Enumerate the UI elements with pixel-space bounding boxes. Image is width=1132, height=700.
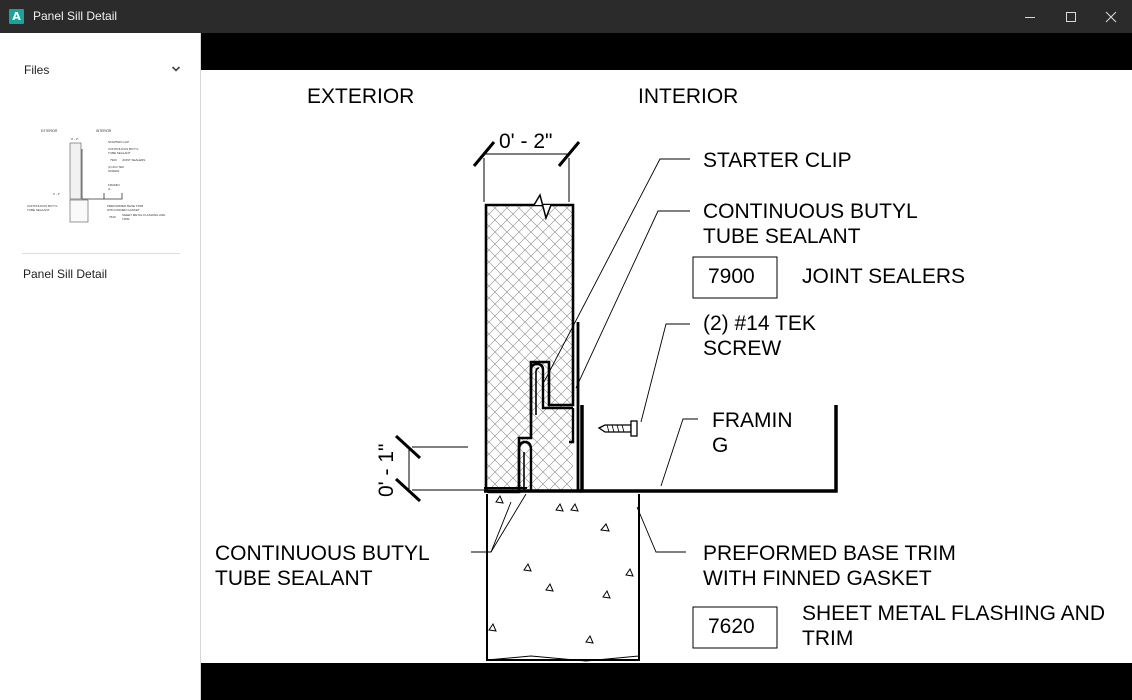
chevron-down-icon[interactable] xyxy=(171,64,181,74)
interior-label: INTERIOR xyxy=(638,85,738,108)
insulated-panel xyxy=(484,193,575,494)
thumb-key2-b: TRIM xyxy=(122,217,130,221)
maximize-button[interactable] xyxy=(1051,0,1091,33)
keynote-box-7900 xyxy=(692,256,778,299)
callout-butyl-2-line2: TUBE SEALANT xyxy=(215,567,373,590)
sidebar-divider xyxy=(22,253,180,254)
leader-lines xyxy=(471,158,698,553)
keynote-joint-sealers: JOINT SEALERS xyxy=(802,265,965,288)
callout-starter-clip: STARTER CLIP xyxy=(703,149,852,172)
callout-base-trim-line1: PREFORMED BASE TRIM xyxy=(703,542,956,565)
thumb-exterior: EXTERIOR xyxy=(41,129,58,133)
drawing-sheet[interactable]: EXTERIOR INTERIOR 0' - 2" xyxy=(201,70,1132,663)
maximize-icon xyxy=(1066,11,1076,22)
close-button[interactable] xyxy=(1091,0,1131,33)
thumb-key1-text: JOINT SEALERS xyxy=(122,158,145,162)
thumb-starter-clip: STARTER CLIP xyxy=(108,140,129,144)
close-icon xyxy=(1105,11,1117,22)
thumb-trim-a: PREFORMED BASE TRIM xyxy=(107,204,144,208)
callout-butyl-2-line1: CONTINUOUS BUTYL xyxy=(215,542,430,565)
sheet-list-item[interactable]: Panel Sill Detail xyxy=(23,267,108,281)
sill-detail-drawing: EXTERIOR INTERIOR 0' - 2" xyxy=(215,85,1105,662)
keynote-sheet-metal-line1: SHEET METAL FLASHING AND xyxy=(802,602,1105,625)
callout-framing-line1: FRAMIN xyxy=(712,409,793,432)
concrete-curb xyxy=(486,494,640,662)
thumb-trim-b: WITH FINNED GASKET xyxy=(107,208,140,212)
callout-butyl-1-line2: TUBE SEALANT xyxy=(703,225,861,248)
drawing-viewport[interactable]: EXTERIOR INTERIOR 0' - 2" xyxy=(201,33,1132,700)
callout-screw-line1: (2) #14 TEK xyxy=(703,312,816,335)
sidebar: Files EXTERIOR INTERIOR 0' - 2" STARTER … xyxy=(0,33,201,700)
tek-screw xyxy=(597,420,638,437)
thumb-key2: 7620 xyxy=(109,215,116,219)
thumb-key2-a: SHEET METAL FLASHING AND xyxy=(122,213,166,217)
framing-channel xyxy=(484,405,838,493)
thumb-butyl-2b: TUBE SEALANT xyxy=(27,208,50,212)
minimize-button[interactable] xyxy=(1010,0,1050,33)
thumb-framing-a: FRAMIN xyxy=(108,183,120,187)
keynote-box-7620 xyxy=(692,606,778,649)
thumb-butyl-1a: CONTINUOUS BUTYL xyxy=(108,147,139,151)
callout-butyl-1-line1: CONTINUOUS BUTYL xyxy=(703,200,918,223)
thumb-butyl-1b: TUBE SEALANT xyxy=(108,151,131,155)
keynote-sheet-metal-line2: TRIM xyxy=(802,627,853,650)
exterior-label: EXTERIOR xyxy=(307,85,414,108)
thumb-dim-top: 0' - 2" xyxy=(71,137,79,141)
window-titlebar[interactable]: A Panel Sill Detail xyxy=(0,0,1132,33)
thumb-screw-a: (2) #14 TEK xyxy=(108,165,124,169)
sheet-thumbnail[interactable]: EXTERIOR INTERIOR 0' - 2" STARTER CLIP C… xyxy=(24,125,180,225)
starter-clip xyxy=(517,322,580,490)
dim-top-text: 0' - 2" xyxy=(499,130,552,153)
keynote-7900: 7900 xyxy=(708,265,755,288)
minimize-icon xyxy=(1025,16,1035,18)
thumb-dim-side: 0' - 1" xyxy=(53,192,60,196)
app-logo-icon: A xyxy=(9,9,24,24)
thumb-butyl-2a: CONTINUOUS BUTYL xyxy=(27,204,58,208)
side-dimension: 0' - 1" xyxy=(375,434,484,503)
window-title: Panel Sill Detail xyxy=(33,9,118,23)
dim-side-text: 0' - 1" xyxy=(375,444,398,497)
thumb-framing-b: G xyxy=(108,187,111,191)
thumb-interior: INTERIOR xyxy=(96,129,112,133)
callout-base-trim-line2: WITH FINNED GASKET xyxy=(703,567,932,590)
top-dimension: 0' - 2" xyxy=(472,130,581,202)
keynote-7620: 7620 xyxy=(708,615,755,638)
thumb-key1: 7900 xyxy=(110,158,117,162)
files-header[interactable]: Files xyxy=(24,63,50,77)
callout-framing-line2: G xyxy=(712,434,728,457)
callout-screw-line2: SCREW xyxy=(703,337,781,360)
thumb-screw-b: SCREW xyxy=(108,169,119,173)
